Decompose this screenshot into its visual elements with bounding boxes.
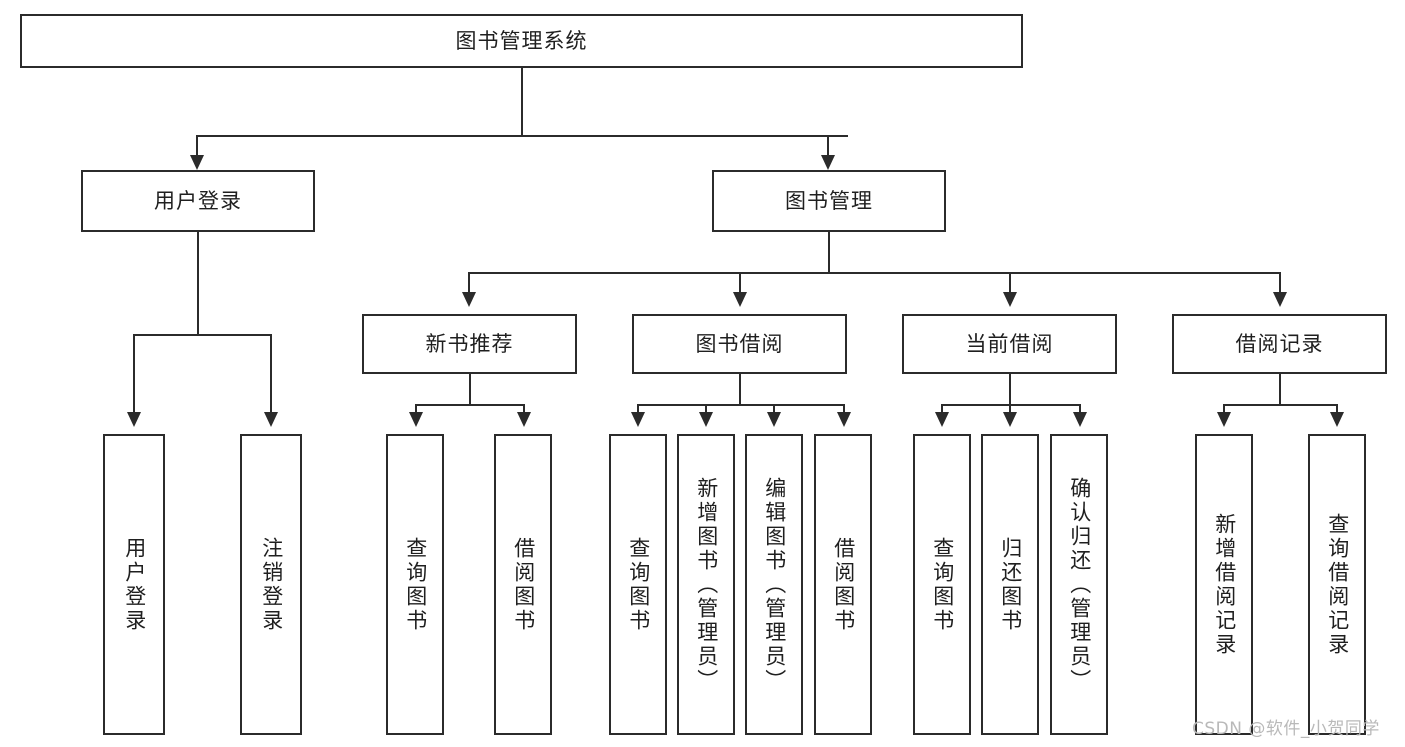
node-label: 确认归还（管理员） <box>1067 476 1092 693</box>
arrowhead-root-to-user-login <box>190 155 204 170</box>
node-user-login[interactable]: 用户登录 <box>81 170 315 232</box>
node-label: 借阅图书 <box>511 536 536 633</box>
connector-new-book-recommend-to-leaf-2 <box>523 404 525 414</box>
connector-current-borrow-to-leaf-2 <box>1009 404 1011 414</box>
connector-root-stem <box>521 68 523 136</box>
connector-user-login-bus <box>133 334 272 336</box>
node-root-library-system[interactable]: 图书管理系统 <box>20 14 1023 68</box>
node-label: 图书管理系统 <box>455 28 588 53</box>
arrowhead-current-borrow-to-leaf-3 <box>1073 412 1087 427</box>
connector-borrow-record-to-leaf-1 <box>1223 404 1225 414</box>
node-label: 用户登录 <box>122 536 147 633</box>
arrowhead-root-to-book-manage <box>821 155 835 170</box>
arrowhead-book-borrow-to-leaf-1 <box>631 412 645 427</box>
arrowhead-borrow-record-to-leaf-1 <box>1217 412 1231 427</box>
leaf-add-book-admin[interactable]: 新增图书（管理员） <box>677 434 735 735</box>
arrowhead-user-login-to-leaf-2 <box>264 412 278 427</box>
node-label: 归还图书 <box>998 536 1023 633</box>
arrowhead-book-borrow-to-leaf-4 <box>837 412 851 427</box>
node-current-borrow[interactable]: 当前借阅 <box>902 314 1117 374</box>
leaf-confirm-return-admin[interactable]: 确认归还（管理员） <box>1050 434 1108 735</box>
node-label: 用户登录 <box>154 188 242 213</box>
arrowhead-new-book-recommend-to-leaf-1 <box>409 412 423 427</box>
connector-book-borrow-to-leaf-2 <box>705 404 707 414</box>
connector-new-book-recommend-stem <box>469 374 471 406</box>
connector-book-borrow-bus <box>637 404 845 406</box>
arrowhead-book-manage-to-branch-2 <box>733 292 747 307</box>
connector-new-book-recommend-bus <box>415 404 525 406</box>
arrowhead-book-borrow-to-leaf-3 <box>767 412 781 427</box>
node-label: 新增图书（管理员） <box>694 476 719 693</box>
connector-user-login-to-leaf-1 <box>133 334 135 414</box>
arrowhead-user-login-to-leaf-1 <box>127 412 141 427</box>
leaf-query-book-recommend[interactable]: 查询图书 <box>386 434 444 735</box>
arrowhead-book-manage-to-branch-3 <box>1003 292 1017 307</box>
connector-book-borrow-to-leaf-3 <box>773 404 775 414</box>
arrowhead-current-borrow-to-leaf-1 <box>935 412 949 427</box>
connector-book-manage-to-branch-4 <box>1279 272 1281 294</box>
leaf-query-book-borrow[interactable]: 查询图书 <box>609 434 667 735</box>
leaf-logout-login[interactable]: 注销登录 <box>240 434 302 735</box>
node-label: 查询图书 <box>930 536 955 633</box>
node-label: 查询图书 <box>626 536 651 633</box>
connector-root-to-user-login <box>196 135 198 157</box>
arrowhead-borrow-record-to-leaf-2 <box>1330 412 1344 427</box>
node-label: 查询借阅记录 <box>1325 512 1350 657</box>
arrowhead-book-borrow-to-leaf-2 <box>699 412 713 427</box>
connector-book-manage-bus <box>468 272 1280 274</box>
connector-book-borrow-to-leaf-1 <box>637 404 639 414</box>
node-label: 图书借阅 <box>695 331 784 356</box>
arrowhead-new-book-recommend-to-leaf-2 <box>517 412 531 427</box>
connector-book-manage-to-branch-2 <box>739 272 741 294</box>
node-new-book-recommend[interactable]: 新书推荐 <box>362 314 577 374</box>
leaf-edit-book-admin[interactable]: 编辑图书（管理员） <box>745 434 803 735</box>
node-label: 注销登录 <box>259 536 284 633</box>
leaf-user-login[interactable]: 用户登录 <box>103 434 165 735</box>
node-label: 图书管理 <box>785 188 873 213</box>
connector-book-borrow-stem <box>739 374 741 406</box>
connector-borrow-record-to-leaf-2 <box>1336 404 1338 414</box>
leaf-return-book[interactable]: 归还图书 <box>981 434 1039 735</box>
connector-new-book-recommend-to-leaf-1 <box>415 404 417 414</box>
connector-current-borrow-bus <box>941 404 1081 406</box>
arrowhead-current-borrow-to-leaf-2 <box>1003 412 1017 427</box>
node-label: 查询图书 <box>403 536 428 633</box>
node-book-manage[interactable]: 图书管理 <box>712 170 946 232</box>
node-label: 新书推荐 <box>425 331 514 356</box>
connector-root-to-book-manage <box>827 135 829 157</box>
connector-root-bus <box>196 135 848 137</box>
connector-book-manage-stem <box>828 232 830 274</box>
connector-current-borrow-stem <box>1009 374 1011 406</box>
node-label: 新增借阅记录 <box>1212 512 1237 657</box>
node-borrow-record[interactable]: 借阅记录 <box>1172 314 1387 374</box>
connector-current-borrow-to-leaf-3 <box>1079 404 1081 414</box>
node-label: 当前借阅 <box>965 331 1054 356</box>
leaf-query-book-current[interactable]: 查询图书 <box>913 434 971 735</box>
leaf-borrow-book-borrow[interactable]: 借阅图书 <box>814 434 872 735</box>
connector-current-borrow-to-leaf-1 <box>941 404 943 414</box>
connector-book-manage-to-branch-3 <box>1009 272 1011 294</box>
connector-book-borrow-to-leaf-4 <box>843 404 845 414</box>
node-label: 编辑图书（管理员） <box>762 476 787 693</box>
leaf-query-borrow-record[interactable]: 查询借阅记录 <box>1308 434 1366 735</box>
connector-user-login-stem <box>197 232 199 336</box>
node-label: 借阅记录 <box>1235 331 1324 356</box>
connector-borrow-record-stem <box>1279 374 1281 406</box>
leaf-add-borrow-record[interactable]: 新增借阅记录 <box>1195 434 1253 735</box>
arrowhead-book-manage-to-branch-1 <box>462 292 476 307</box>
leaf-borrow-book-recommend[interactable]: 借阅图书 <box>494 434 552 735</box>
node-label: 借阅图书 <box>831 536 856 633</box>
connector-book-manage-to-branch-1 <box>468 272 470 294</box>
connector-borrow-record-bus <box>1223 404 1338 406</box>
arrowhead-book-manage-to-branch-4 <box>1273 292 1287 307</box>
node-book-borrow[interactable]: 图书借阅 <box>632 314 847 374</box>
connector-user-login-to-leaf-2 <box>270 334 272 414</box>
